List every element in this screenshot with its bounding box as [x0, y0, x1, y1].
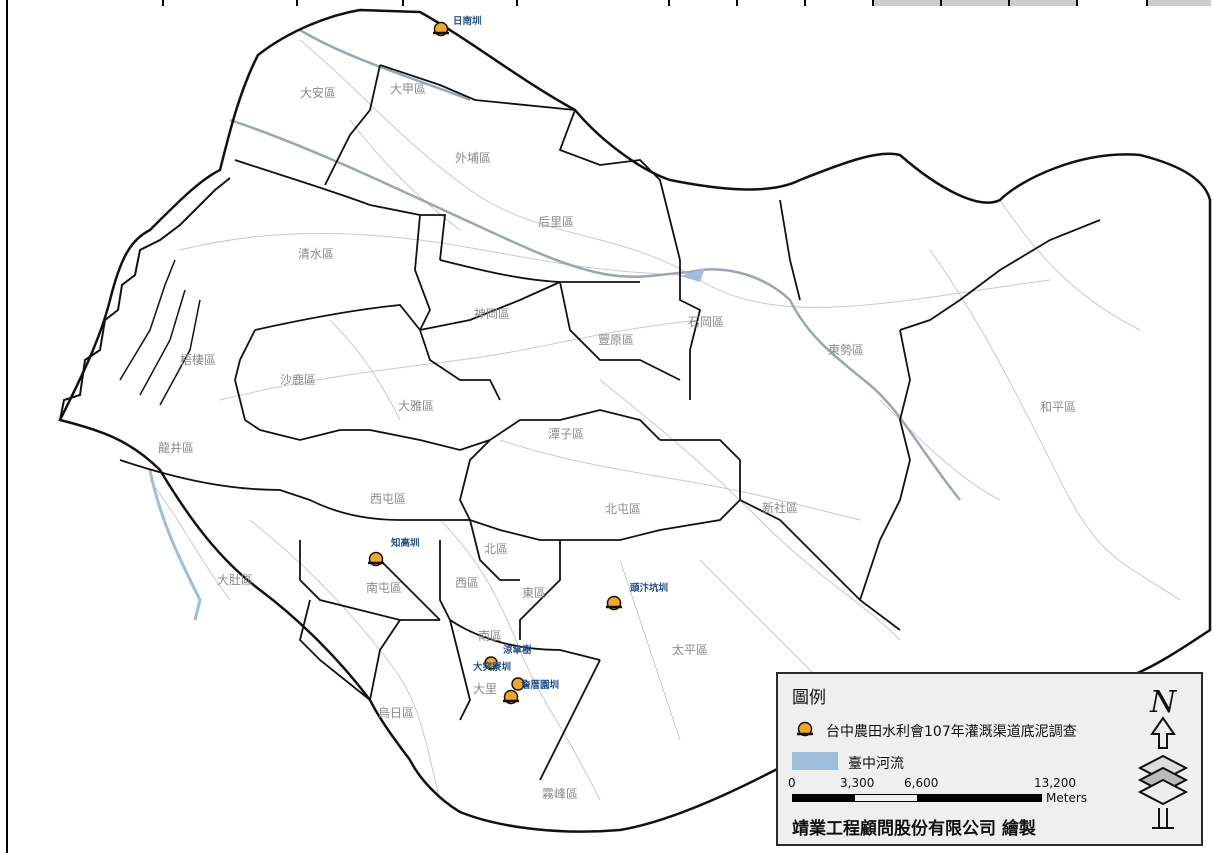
- scale-unit: Meters: [1046, 791, 1088, 805]
- map-legend: 圖例 台中農田水利會107年灌溉渠道底泥調查 臺中河流 0 3,300 6,60…: [776, 672, 1203, 846]
- district-label: 大甲區: [390, 82, 426, 96]
- district-label: 潭子區: [548, 427, 584, 441]
- scale-label: 0: [788, 776, 796, 790]
- river-symbol-swatch: [792, 752, 838, 770]
- district-label: 新社區: [762, 500, 798, 515]
- district-label: 烏日區: [378, 706, 414, 720]
- district-label: 石岡區: [688, 315, 724, 329]
- site-symbol-icon: [797, 721, 813, 737]
- district-label: 南區: [478, 628, 502, 643]
- district-label: 后里區: [538, 215, 574, 229]
- district-label: 龍井區: [158, 440, 194, 455]
- site-label: 涼傘樹: [503, 644, 532, 656]
- district-label: 東勢區: [828, 342, 864, 357]
- district-label: 霧峰區: [542, 787, 578, 801]
- district-label: 豐原區: [598, 333, 634, 347]
- district-label: 神岡區: [474, 307, 510, 321]
- dadu-river: [148, 469, 202, 621]
- site-marker[interactable]: 涼傘樹: [484, 644, 532, 670]
- district-label: 南屯區: [366, 580, 402, 595]
- district-boundaries: [119, 64, 1101, 781]
- harbour-piers: [119, 259, 201, 406]
- district-label: 外埔區: [455, 151, 491, 165]
- district-label: 大安區: [300, 85, 336, 100]
- north-arrow-icon: N: [1137, 685, 1189, 829]
- site-marker[interactable]: 日南圳: [433, 15, 482, 37]
- site-label: 頭汴坑圳: [630, 582, 668, 594]
- legend-river-label: 臺中河流: [848, 756, 904, 772]
- map-credit: 靖業工程顧問股份有限公司 繪製: [792, 819, 1036, 839]
- district-label: 西屯區: [370, 492, 406, 506]
- north-letter: N: [1149, 685, 1178, 720]
- district-label: 梧棲區: [180, 352, 216, 367]
- site-marker[interactable]: 大突寮圳: [473, 661, 525, 691]
- scale-label: 6,600: [904, 776, 939, 790]
- district-label: 沙鹿區: [280, 372, 316, 387]
- site-marker[interactable]: 知高圳: [368, 537, 420, 567]
- site-label: 大突寮圳: [473, 661, 511, 673]
- reservoir: [680, 268, 705, 282]
- district-label: 和平區: [1040, 400, 1076, 414]
- district-label: 東區: [522, 586, 546, 600]
- scale-label: 13,200: [1034, 776, 1076, 790]
- top-table-edge: [0, 0, 1213, 7]
- district-label: 北區: [484, 542, 508, 556]
- site-label: 日南圳: [453, 15, 482, 27]
- site-label: 詹厝園圳: [520, 679, 559, 691]
- district-label: 大肚區: [217, 572, 253, 587]
- district-labels: 大安區 大甲區 外埔區 后里區 清水區 神岡區 豐原區 石岡區 東勢區 梧棲區 …: [158, 82, 1076, 801]
- district-label: 大里: [473, 682, 497, 696]
- site-markers: 日南圳 知高圳 頭汴坑圳 涼傘樹 大突寮圳: [368, 15, 668, 705]
- district-label: 西區: [455, 576, 479, 590]
- district-label: 大雅區: [398, 398, 434, 413]
- site-label: 知高圳: [390, 537, 420, 549]
- district-label: 太平區: [672, 642, 708, 657]
- legend-site-label: 台中農田水利會107年灌溉渠道底泥調查: [826, 724, 1077, 740]
- scale-bar: [792, 794, 1042, 802]
- scale-label: 3,300: [840, 776, 875, 790]
- district-label: 北屯區: [605, 502, 641, 516]
- county-boundary: [58, 8, 1212, 833]
- district-label: 清水區: [298, 247, 334, 261]
- site-marker[interactable]: 詹厝園圳: [503, 679, 559, 705]
- legend-title: 圖例: [792, 688, 826, 708]
- site-marker[interactable]: 頭汴坑圳: [606, 582, 668, 611]
- coastline: [59, 177, 231, 421]
